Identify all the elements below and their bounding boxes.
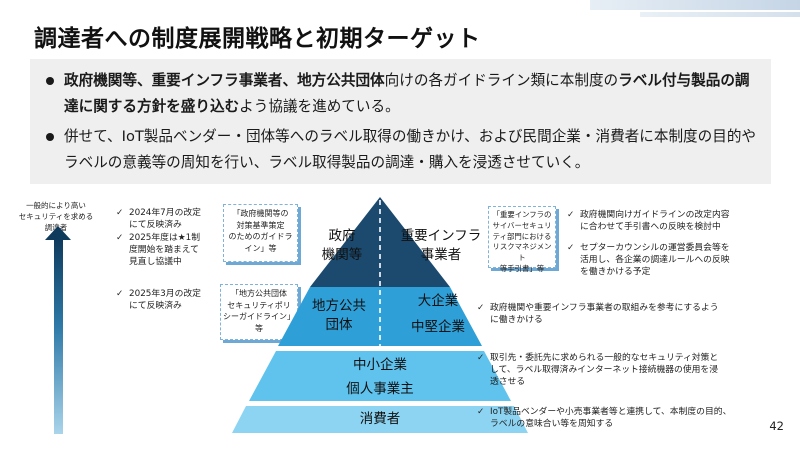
right-checks-infra: ✓ 政府機関向けガイドラインの改定内容 に合わせて手引書への反映を検討中 ✓ セ… bbox=[567, 209, 767, 279]
check-line: にて反映済み bbox=[129, 301, 182, 311]
pyramid-label-midsize: 中堅企業 bbox=[411, 319, 465, 335]
check-item: ✓ 取引先・委託先に求められる一般的なセキュリティ対策と して、ラベル取得済みイ… bbox=[477, 352, 777, 388]
left-checks-top: ✓ 2024年7月の改定 にて反映済み ✓ 2025年度は★1制 度開始を踏まえ… bbox=[116, 207, 216, 269]
pyramid-label-gov: 政府 機関等 bbox=[314, 227, 370, 265]
bullet-dot-icon bbox=[46, 77, 54, 85]
doc-note-line: サイバーセキュリ bbox=[492, 220, 552, 230]
check-line: ラベルの意味合い等を周知する bbox=[490, 419, 614, 429]
corner-bar-bottom bbox=[640, 12, 800, 17]
check-line: 政府機関向けガイドラインの改定内容 bbox=[580, 210, 730, 220]
doc-note-line: 「政府機関等の bbox=[232, 209, 289, 218]
check-line: 見直し協議中 bbox=[129, 257, 182, 267]
summary-bullet-1: 政府機関等、重要インフラ事業者、地方公共団体向けの各ガイドライン類に本制度のラベ… bbox=[42, 68, 761, 120]
summary-bullet-1-bold2: ラベル付与製品の調達に関する方針を盛り込む bbox=[64, 72, 750, 115]
corner-decoration bbox=[590, 0, 800, 18]
check-line: 度開始を踏まえて bbox=[129, 245, 199, 255]
check-item: ✓ セプターカウンシルの運営委員会等を 活用し、各企業の調達ルールへの反映 を働… bbox=[567, 242, 767, 278]
doc-note-line: 等手引書」等 bbox=[499, 263, 545, 273]
check-line: して、ラベル取得済みインターネット接続機器の使用を浸 bbox=[490, 365, 719, 375]
check-icon: ✓ bbox=[567, 243, 575, 253]
check-line: 透させる bbox=[490, 377, 526, 387]
pyramid-label-line: 事業者 bbox=[420, 247, 462, 263]
axis-label-line: セキュリティを求める bbox=[18, 212, 94, 221]
check-icon: ✓ bbox=[567, 210, 575, 220]
summary-bullet-1-text1: 向けの各ガイドライン類に本制度の bbox=[384, 72, 619, 89]
doc-note-line: ティ部門における bbox=[492, 231, 552, 241]
doc-note-line: イン」等 bbox=[244, 243, 277, 253]
pyramid-label-individual: 個人事業主 bbox=[346, 381, 414, 397]
check-icon: ✓ bbox=[116, 289, 124, 299]
pyramid-label-line: 地方公共 bbox=[312, 298, 366, 314]
bullet-dot-icon bbox=[46, 133, 54, 141]
summary-bullet-1-text2: よう協議を進めている。 bbox=[239, 98, 400, 115]
check-item: ✓ 2025年3月の改定 にて反映済み bbox=[116, 288, 216, 312]
doc-note-line: 「地方公共団体 bbox=[231, 289, 287, 298]
pyramid-label-local: 地方公共 団体 bbox=[306, 297, 372, 335]
summary-bullet-2-text: 併せて、IoT製品ベンダー・団体等へのラベル取得の働きかけ、および民間企業・消費… bbox=[64, 128, 757, 171]
pyramid-label-line: 重要インフラ bbox=[400, 228, 482, 244]
check-icon: ✓ bbox=[477, 303, 485, 313]
check-item: ✓ IoT製品ベンダーや小売事業者等と連携して、本制度の目的、 ラベルの意味合い… bbox=[477, 406, 777, 430]
check-line: にて反映済み bbox=[129, 220, 182, 230]
check-line: セプターカウンシルの運営委員会等を bbox=[580, 243, 730, 253]
check-line: 活用し、各企業の調達ルールへの反映 bbox=[580, 255, 730, 265]
pyramid-label-consumer: 消費者 bbox=[359, 411, 401, 427]
doc-note-line: リスクマネジメント bbox=[492, 242, 552, 263]
check-line: 2025年度は★1制 bbox=[129, 233, 201, 243]
doc-note-line: シーガイドライン」 bbox=[223, 312, 295, 321]
pyramid-label-infra: 重要インフラ 事業者 bbox=[393, 227, 489, 265]
check-item: ✓ 2024年7月の改定 にて反映済み bbox=[116, 207, 216, 231]
check-item: ✓ 政府機関向けガイドラインの改定内容 に合わせて手引書への反映を検討中 bbox=[567, 209, 767, 233]
summary-bullet-1-bold1: 政府機関等、重要インフラ事業者、地方公共団体 bbox=[64, 72, 385, 89]
security-gradient-arrow bbox=[54, 238, 63, 434]
right-checks-sme: ✓ 取引先・委託先に求められる一般的なセキュリティ対策と して、ラベル取得済みイ… bbox=[477, 352, 777, 389]
check-line: 2024年7月の改定 bbox=[129, 208, 201, 218]
doc-note-line: 「重要インフラの bbox=[492, 210, 552, 219]
summary-box: 政府機関等、重要インフラ事業者、地方公共団体向けの各ガイドライン類に本制度のラベ… bbox=[30, 59, 771, 184]
arrow-up-icon bbox=[45, 226, 71, 240]
pyramid-label-line: 政府 bbox=[328, 228, 356, 244]
check-icon: ✓ bbox=[477, 407, 485, 417]
corner-bar-top bbox=[590, 0, 800, 10]
doc-note-local-guideline: 「地方公共団体 セキュリティポリ シーガイドライン」 等 bbox=[220, 284, 298, 340]
doc-note-infra-guideline: 「重要インフラの サイバーセキュリ ティ部門における リスクマネジメント 等手引… bbox=[488, 206, 556, 273]
check-item: ✓ 2025年度は★1制 度開始を踏まえて 見直し協議中 bbox=[116, 232, 216, 268]
check-line: 政府機関や重要インフラ事業者の取組みを参考にするよう bbox=[490, 303, 719, 313]
doc-note-line: セキュリティポリ bbox=[227, 300, 291, 310]
check-icon: ✓ bbox=[116, 233, 124, 243]
check-item: ✓ 政府機関や重要インフラ事業者の取組みを参考にするよう に働きかける bbox=[477, 302, 773, 326]
check-line: に合わせて手引書への反映を検討中 bbox=[580, 222, 721, 232]
page-number: 42 bbox=[769, 419, 784, 433]
pyramid-label-line: 機関等 bbox=[321, 247, 363, 263]
pyramid-label-large: 大企業 bbox=[417, 293, 459, 309]
check-line: IoT製品ベンダーや小売事業者等と連携して、本制度の目的、 bbox=[490, 407, 732, 417]
pyramid-label-sme: 中小企業 bbox=[353, 357, 407, 373]
doc-note-line: 対策基準策定 bbox=[236, 220, 285, 230]
check-line: 取引先・委託先に求められる一般的なセキュリティ対策と bbox=[490, 353, 719, 363]
pyramid-label-line: 団体 bbox=[325, 317, 353, 333]
doc-note-line: 等 bbox=[255, 323, 263, 333]
axis-label-line: 一般的により高い bbox=[26, 201, 86, 210]
right-checks-consumer: ✓ IoT製品ベンダーや小売事業者等と連携して、本制度の目的、 ラベルの意味合い… bbox=[477, 406, 777, 431]
check-icon: ✓ bbox=[116, 208, 124, 218]
summary-bullet-2: 併せて、IoT製品ベンダー・団体等へのラベル取得の働きかけ、および民間企業・消費… bbox=[42, 124, 761, 176]
left-checks-bottom: ✓ 2025年3月の改定 にて反映済み bbox=[116, 288, 216, 313]
check-icon: ✓ bbox=[477, 353, 485, 363]
page-title: 調達者への制度展開戦略と初期ターゲット bbox=[34, 26, 481, 52]
check-line: を働きかける予定 bbox=[580, 267, 651, 277]
check-line: に働きかける bbox=[490, 315, 543, 325]
doc-note-line: のためのガイドラ bbox=[228, 232, 293, 241]
doc-note-gov-guideline: 「政府機関等の 対策基準策定 のためのガイドラ イン」等 bbox=[223, 204, 298, 262]
check-line: 2025年3月の改定 bbox=[129, 289, 201, 299]
summary-list: 政府機関等、重要インフラ事業者、地方公共団体向けの各ガイドライン類に本制度のラベ… bbox=[42, 68, 761, 176]
right-checks-large: ✓ 政府機関や重要インフラ事業者の取組みを参考にするよう に働きかける bbox=[477, 302, 773, 327]
